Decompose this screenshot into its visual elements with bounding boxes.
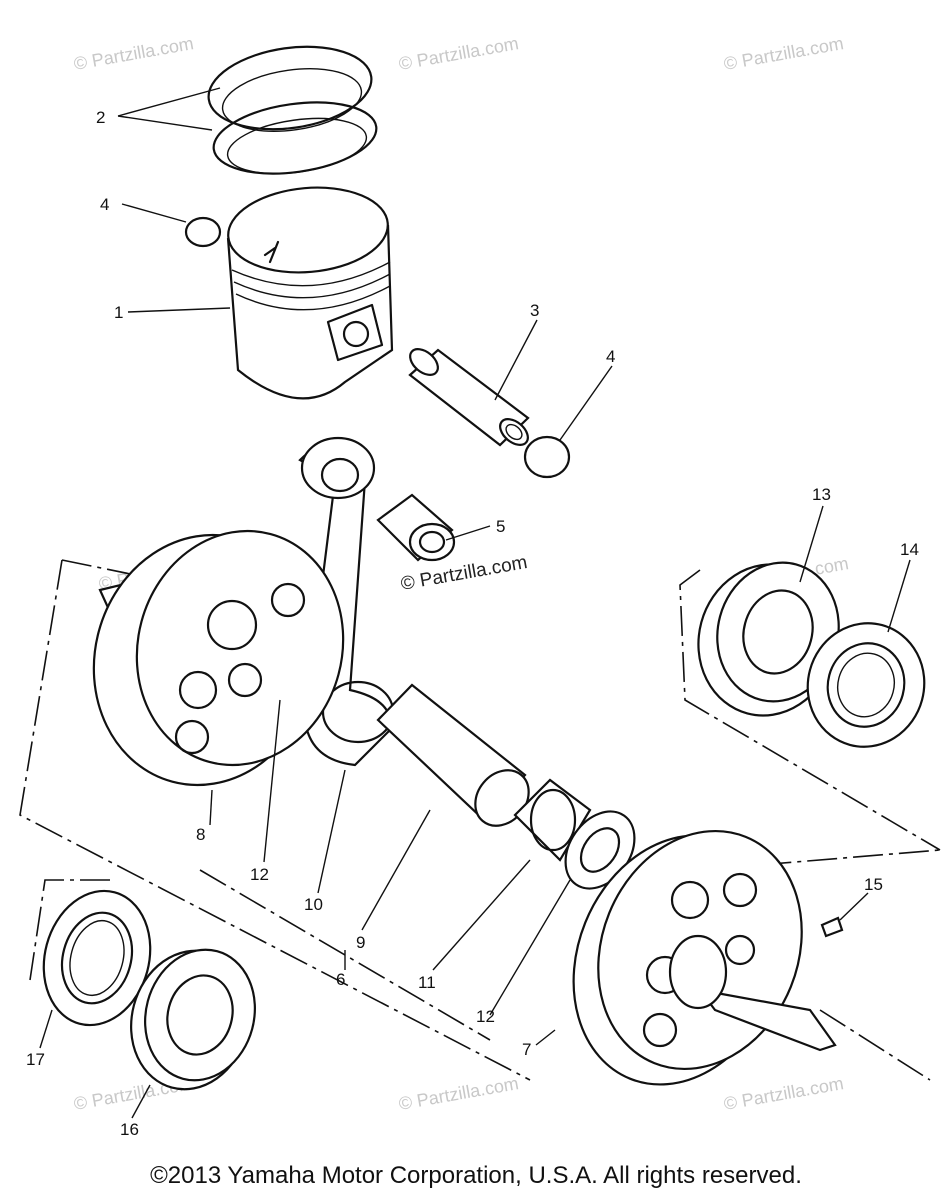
copyright-notice: ©2013 Yamaha Motor Corporation, U.S.A. A… bbox=[150, 1162, 802, 1189]
oil-seal-17 bbox=[42, 889, 152, 1027]
callouts: 2 4 1 3 4 5 13 14 15 8 12 10 9 6 11 12 7… bbox=[26, 108, 919, 1139]
callout-8: 8 bbox=[196, 825, 205, 844]
watermark: © Partzilla.com bbox=[722, 1073, 845, 1114]
watermark: © Partzilla.com bbox=[397, 33, 520, 74]
crank-pin bbox=[376, 683, 530, 827]
piston-rings bbox=[207, 45, 378, 175]
piston bbox=[226, 186, 394, 400]
oil-seal-14 bbox=[806, 622, 926, 748]
callout-7: 7 bbox=[522, 1040, 531, 1059]
callout-12: 12 bbox=[476, 1007, 495, 1026]
bearing-13 bbox=[697, 561, 840, 717]
callout-16: 16 bbox=[120, 1120, 139, 1139]
callout-6: 6 bbox=[336, 970, 345, 989]
piston-pin bbox=[408, 348, 530, 447]
callout-12: 12 bbox=[250, 865, 269, 884]
crank-wheel-right bbox=[572, 829, 837, 1086]
leader-lines bbox=[39, 87, 911, 1119]
callout-3: 3 bbox=[530, 301, 539, 320]
woodruff-key bbox=[820, 916, 844, 938]
callout-13: 13 bbox=[812, 485, 831, 504]
watermark: © Partzilla.com bbox=[397, 1073, 520, 1114]
callout-5: 5 bbox=[496, 517, 505, 536]
watermark: © Partzilla.com bbox=[72, 33, 195, 74]
callout-11: 11 bbox=[418, 973, 436, 992]
callout-1: 1 bbox=[114, 303, 123, 322]
callout-9: 9 bbox=[356, 933, 365, 952]
circlips bbox=[184, 216, 571, 479]
callout-17: 17 bbox=[26, 1050, 45, 1069]
crank-wheel-left bbox=[92, 529, 345, 787]
callout-2: 2 bbox=[96, 108, 105, 127]
watermark: © Partzilla.com bbox=[722, 33, 845, 74]
callout-4: 4 bbox=[606, 347, 615, 366]
needle-bearing-small-end bbox=[376, 493, 456, 562]
callout-14: 14 bbox=[900, 540, 919, 559]
bearing-16 bbox=[130, 948, 256, 1091]
callout-10: 10 bbox=[304, 895, 323, 914]
callout-15: 15 bbox=[864, 875, 883, 894]
callout-4: 4 bbox=[100, 195, 109, 214]
